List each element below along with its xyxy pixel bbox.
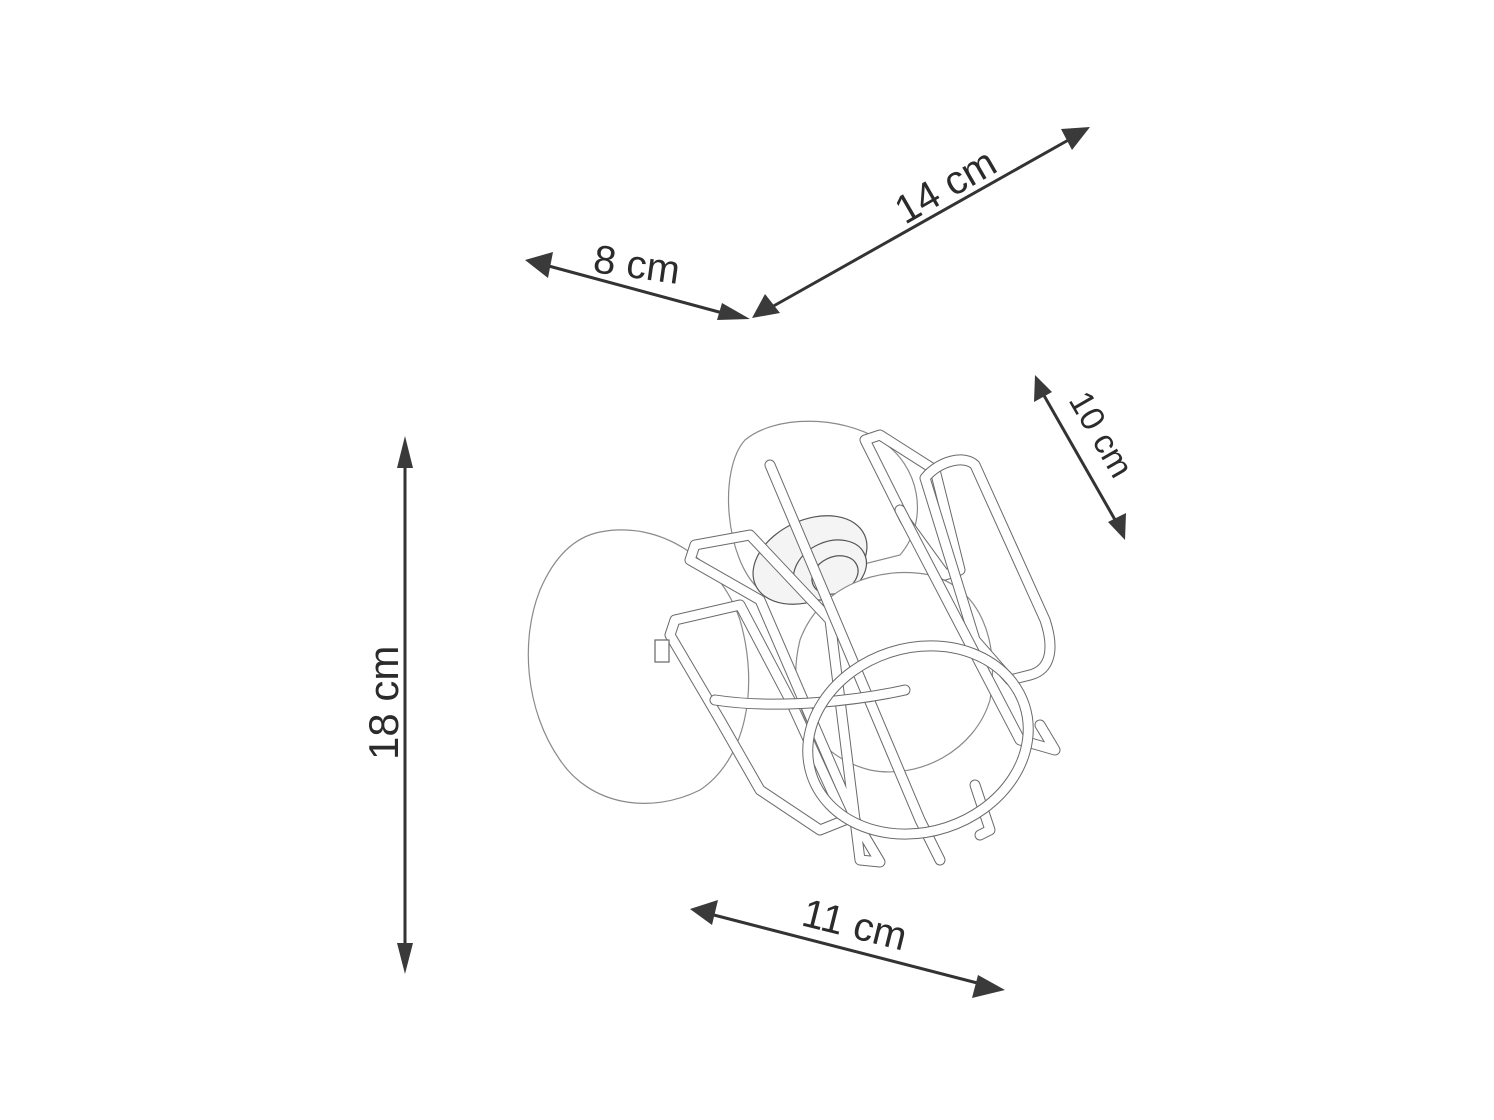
wire-cage xyxy=(664,429,1061,868)
arrowhead-icon xyxy=(397,943,413,974)
label-height: 18 cm xyxy=(360,646,407,760)
arrowhead-icon xyxy=(397,436,413,468)
arrowhead-icon xyxy=(525,252,553,278)
dimension-shade-diameter: 10 cm xyxy=(1034,375,1140,540)
arrowhead-icon xyxy=(717,303,750,320)
label-length: 14 cm xyxy=(888,140,1004,233)
dimension-depth: 8 cm xyxy=(525,237,750,320)
arrowhead-icon xyxy=(690,900,718,925)
label-shade-diameter: 10 cm xyxy=(1061,385,1140,484)
arrowhead-icon xyxy=(1061,127,1090,150)
arrowhead-icon xyxy=(1034,375,1052,402)
lamp-illustration xyxy=(527,420,1061,868)
dimension-line-width xyxy=(709,912,986,987)
dimension-line-length xyxy=(769,136,1073,310)
left-shade xyxy=(527,529,750,804)
label-depth: 8 cm xyxy=(591,237,683,293)
dimension-line-depth xyxy=(544,263,731,317)
arrowhead-icon xyxy=(752,294,780,318)
arrowhead-icon xyxy=(1108,513,1126,540)
arrowhead-icon xyxy=(972,975,1005,998)
dimension-width: 11 cm xyxy=(690,891,1005,998)
mount-bracket xyxy=(654,639,670,663)
label-width: 11 cm xyxy=(798,891,911,959)
dimension-length: 14 cm xyxy=(752,127,1090,318)
dimension-line-shade xyxy=(1040,391,1120,526)
dimension-height: 18 cm xyxy=(360,436,413,974)
